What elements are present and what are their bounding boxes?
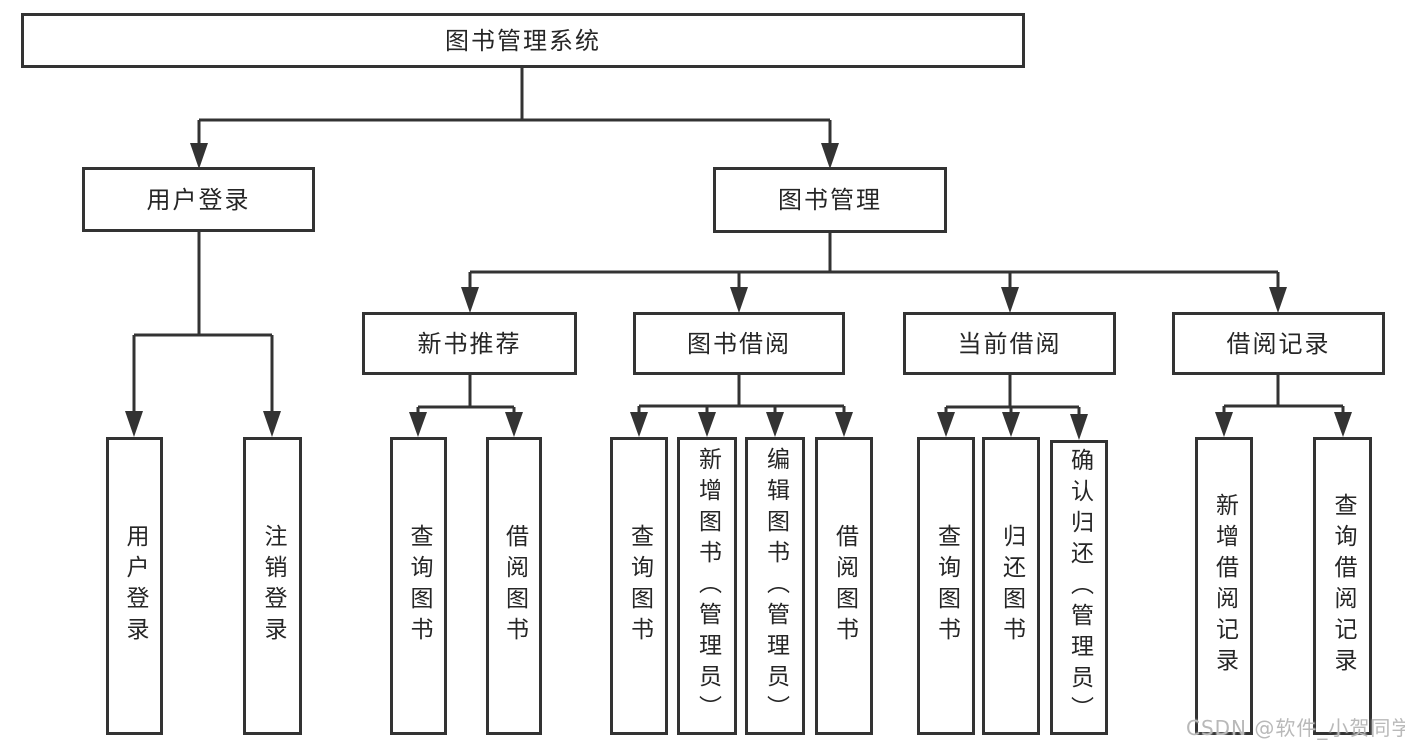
leaf-query-borrow-record: 查询借阅记录: [1313, 437, 1372, 735]
node-root: 图书管理系统: [21, 13, 1025, 68]
connectors-group: [125, 68, 1352, 440]
node-user-login: 用户登录: [82, 167, 315, 232]
leaf-user-login: 用户登录: [106, 437, 163, 735]
node-new-book-recommend: 新书推荐: [362, 312, 577, 375]
leaf-return-books: 归还图书: [982, 437, 1040, 735]
leaf-query-books-current: 查询图书: [917, 437, 975, 735]
leaf-edit-books-admin: 编辑图书（管理员）: [745, 437, 805, 735]
watermark: CSDN @软件_小贺同学: [1186, 716, 1405, 740]
leaf-confirm-return-admin: 确认归还（管理员）: [1050, 440, 1108, 735]
leaf-query-books-borrow: 查询图书: [610, 437, 668, 735]
leaf-add-books-admin: 新增图书（管理员）: [677, 437, 737, 735]
node-book-management: 图书管理: [713, 167, 947, 233]
leaf-logout: 注销登录: [243, 437, 302, 735]
node-borrow-records: 借阅记录: [1172, 312, 1385, 375]
leaf-query-books-recommend: 查询图书: [390, 437, 447, 735]
leaf-borrow-books-recommend: 借阅图书: [486, 437, 542, 735]
leaf-add-borrow-record: 新增借阅记录: [1195, 437, 1253, 735]
leaf-borrow-books: 借阅图书: [815, 437, 873, 735]
node-book-borrow: 图书借阅: [633, 312, 845, 375]
node-current-borrow: 当前借阅: [903, 312, 1116, 375]
